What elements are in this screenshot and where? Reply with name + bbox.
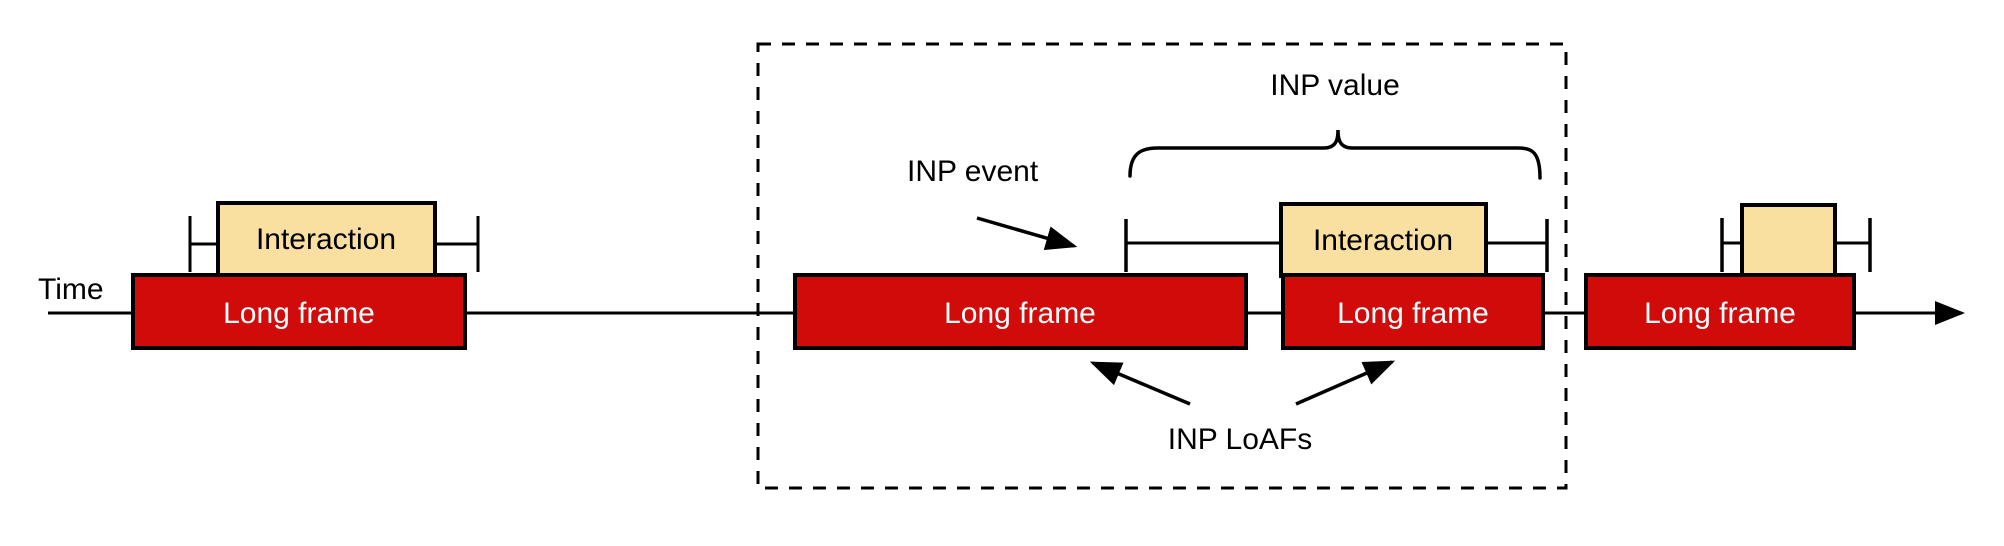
long-frame-box-1-label: Long frame (223, 297, 375, 330)
long-frame-box-4 (1584, 273, 1856, 350)
inp-loafs-label: INP LoAFs (1168, 423, 1313, 456)
long-frame-box-4-label: Long frame (1644, 297, 1796, 330)
interaction-box-1-label: Interaction (256, 223, 396, 256)
time-axis-label: Time (38, 273, 104, 306)
interaction-box-3 (1740, 203, 1837, 278)
interaction-box-2 (1279, 202, 1488, 278)
inp-value-label: INP value (1270, 69, 1400, 102)
inp-region-dashed-box (756, 42, 1568, 490)
inp-event-label: INP event (907, 155, 1039, 188)
long-frame-box-3 (1281, 273, 1545, 350)
interaction-box-2-label: Interaction (1313, 224, 1453, 257)
long-frame-box-3-label: Long frame (1337, 297, 1489, 330)
inp-event-arrow (976, 216, 1078, 251)
long-frame-box-2-label: Long frame (944, 297, 1096, 330)
long-frame-box-2 (793, 273, 1248, 350)
inp-loafs-arrow-right (1295, 360, 1396, 406)
inp-loafs-arrow-left (1089, 361, 1191, 406)
inp-value-brace (1128, 129, 1542, 180)
long-frame-box-1 (131, 273, 467, 350)
